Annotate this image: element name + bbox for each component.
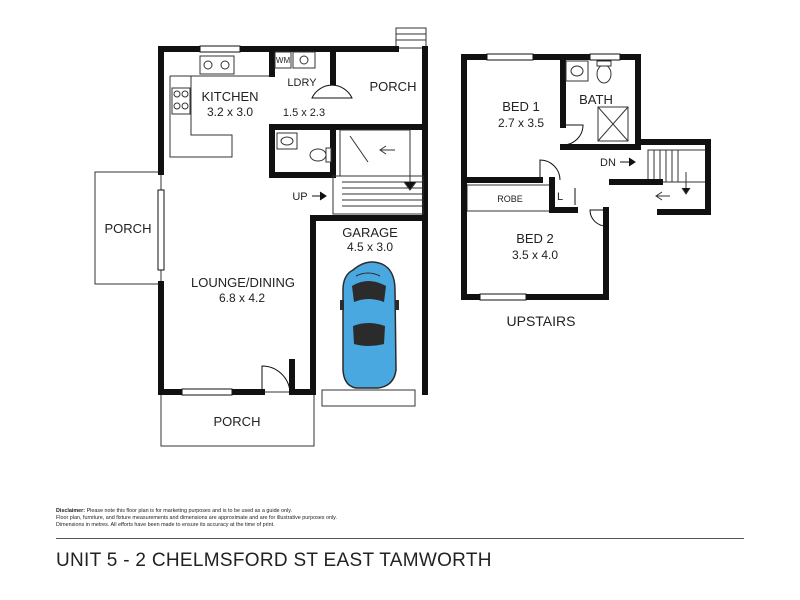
window-bed2 [479,293,527,301]
garage-name: GARAGE [342,225,398,240]
porch-top-name: PORCH [370,79,417,94]
washing-machine [274,51,292,69]
bath-name: BATH [579,92,613,107]
stair-lower-flight [332,175,424,215]
garage-apron [321,389,416,407]
door-bath [562,124,584,146]
footer-divider [56,538,744,539]
laundry-name: LDRY [287,77,317,89]
porch-bottom-name: PORCH [214,414,261,429]
bed1-dims: 2.7 x 3.5 [498,116,544,130]
window-bath [589,53,621,61]
door-laundry [311,84,353,99]
lounge-name: LOUNGE/DINING [191,275,295,290]
window-kitchen [199,45,241,53]
porch-steps [395,27,427,49]
stair-dn-label: DN [600,157,616,169]
window-bed1 [486,53,534,61]
kitchen-dims: 3.2 x 3.0 [207,105,253,119]
upstairs-title: UPSTAIRS [507,313,576,329]
porch-left-name: PORCH [105,221,152,236]
upstairs-floor: BED 1 2.7 x 3.5 BATH ROBE L BED 2 3.5 x … [461,53,711,329]
window-south-lounge [181,388,233,396]
disclaimer-heading: Disclaimer: [56,508,86,514]
kitchen-name: KITCHEN [201,89,258,104]
window-west-porch [157,189,165,271]
bath-toilet [596,64,612,84]
garage-dims: 4.5 x 3.0 [347,240,393,254]
shower [597,106,629,142]
washing-machine-label: WM [276,56,291,65]
ground-floor: KITCHEN 3.2 x 3.0 WM LDRY 1.5 x 2.3 PORC… [94,27,428,447]
disclaimer-line-3: Dimensions in metres. All efforts have b… [56,522,275,529]
car-icon [340,261,399,389]
bed1-name: BED 1 [502,99,540,114]
bed2-dims: 3.5 x 4.0 [512,248,558,262]
door-front [261,365,291,393]
door-bed2 [589,209,607,227]
bed2-name: BED 2 [516,231,554,246]
kitchen-bench [169,76,233,158]
door-bed1 [539,159,561,181]
lounge-dims: 6.8 x 4.2 [219,291,265,305]
disclaimer: Disclaimer: Please note this floor plan … [56,508,476,530]
disclaimer-line-1: Please note this floor plan is for marke… [86,508,293,514]
linen-name: L [557,191,563,203]
laundry-dims: 1.5 x 2.3 [283,107,325,119]
property-address: UNIT 5 - 2 CHELMSFORD ST EAST TAMWORTH [56,550,492,571]
stair-up-label: UP [292,191,307,203]
kitchen-sink [199,55,235,75]
wc-toilet [309,148,327,162]
robe-name: ROBE [497,194,523,204]
disclaimer-line-2: Floor plan, furniture, and fixture measu… [56,515,337,522]
